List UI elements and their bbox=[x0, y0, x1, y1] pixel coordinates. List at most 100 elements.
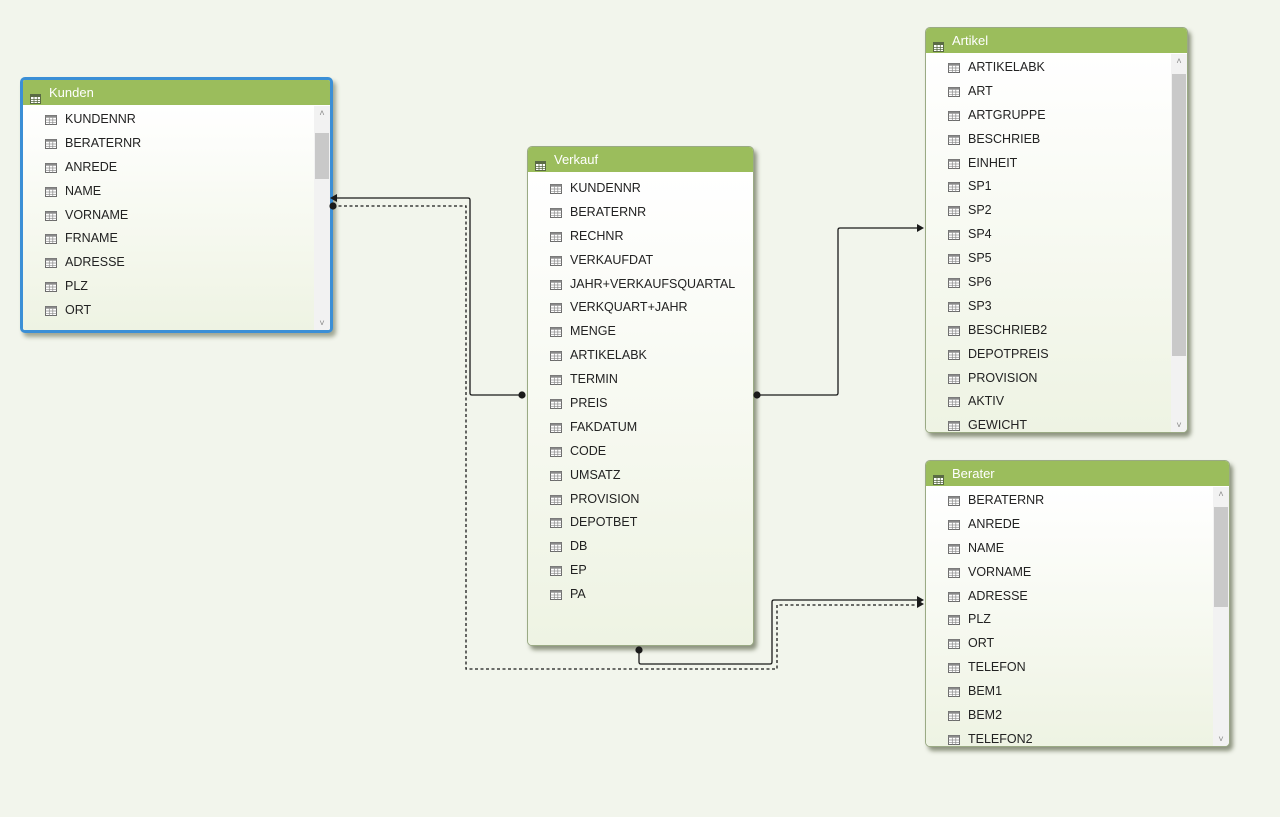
scroll-thumb[interactable] bbox=[1214, 507, 1228, 607]
table-header-verkauf[interactable]: Verkauf bbox=[528, 147, 753, 172]
field-row[interactable]: ANREDE bbox=[926, 512, 1211, 536]
field-row[interactable]: PA bbox=[528, 582, 735, 606]
field-row[interactable]: SP5 bbox=[926, 246, 1169, 270]
field-row[interactable]: BEM2 bbox=[926, 703, 1211, 727]
field-name: KUNDENNR bbox=[65, 111, 136, 126]
scroll-up-icon[interactable]: ˄ bbox=[1176, 56, 1182, 66]
field-row[interactable]: ARTIKELABK bbox=[926, 55, 1169, 79]
field-row[interactable]: BERATERNR bbox=[926, 488, 1211, 512]
field-row[interactable]: ADRESSE bbox=[23, 250, 312, 274]
field-row[interactable]: ART bbox=[926, 79, 1169, 103]
field-row[interactable]: VORNAME bbox=[926, 560, 1211, 584]
field-row[interactable]: JAHR+VERKAUFSQUARTAL bbox=[528, 272, 735, 296]
table-header-artikel[interactable]: Artikel bbox=[926, 28, 1187, 53]
scroll-down-icon[interactable]: ˅ bbox=[319, 318, 325, 328]
field-name: EP bbox=[570, 563, 587, 578]
field-row[interactable]: SP6 bbox=[926, 270, 1169, 294]
field-row[interactable]: BEM1 bbox=[926, 679, 1211, 703]
column-icon bbox=[550, 350, 562, 362]
scroll-up-icon[interactable]: ˄ bbox=[1218, 489, 1224, 499]
field-row[interactable]: BERATERNR bbox=[528, 200, 735, 224]
field-row[interactable]: ARTGRUPPE bbox=[926, 103, 1169, 127]
column-icon bbox=[948, 710, 960, 721]
table-icon bbox=[933, 35, 944, 52]
field-row[interactable]: EINHEIT bbox=[926, 151, 1169, 175]
field-row[interactable]: NAME bbox=[926, 536, 1211, 560]
column-icon bbox=[948, 110, 960, 121]
field-row[interactable]: NAME bbox=[23, 179, 312, 203]
field-row[interactable]: GEWICHT bbox=[926, 413, 1169, 432]
field-row[interactable]: BESCHRIEB2 bbox=[926, 318, 1169, 342]
column-icon bbox=[45, 186, 57, 197]
field-row[interactable]: SP3 bbox=[926, 294, 1169, 318]
field-row[interactable]: MENGE bbox=[528, 319, 735, 343]
vertical-scrollbar[interactable]: ˄˅ bbox=[1171, 54, 1187, 432]
field-row[interactable]: VORNAME bbox=[23, 203, 312, 227]
vertical-scrollbar[interactable]: ˄˅ bbox=[314, 106, 330, 330]
field-name: RECHNR bbox=[570, 228, 624, 243]
field-row[interactable]: KUNDENNR bbox=[528, 176, 735, 200]
column-icon bbox=[948, 591, 960, 602]
field-row[interactable]: PLZ bbox=[926, 607, 1211, 631]
field-row[interactable]: SP1 bbox=[926, 174, 1169, 198]
field-row[interactable]: EP bbox=[528, 558, 735, 582]
field-row[interactable]: ANREDE bbox=[23, 155, 312, 179]
field-row[interactable]: TERMIN bbox=[528, 367, 735, 391]
field-row[interactable]: AKTIV bbox=[926, 389, 1169, 413]
column-icon bbox=[550, 207, 562, 218]
field-row[interactable]: PROVISION bbox=[528, 487, 735, 511]
field-row[interactable]: VERKQUART+JAHR bbox=[528, 295, 735, 319]
table-header-berater[interactable]: Berater bbox=[926, 461, 1229, 486]
column-icon bbox=[948, 349, 960, 360]
field-row[interactable]: DEPOTPREIS bbox=[926, 342, 1169, 366]
scroll-up-icon[interactable]: ˄ bbox=[319, 108, 325, 118]
field-row[interactable]: DB bbox=[528, 534, 735, 558]
column-icon bbox=[948, 734, 960, 745]
scroll-down-icon[interactable]: ˅ bbox=[1176, 420, 1182, 430]
field-name: AKTIV bbox=[968, 394, 1005, 409]
field-row[interactable]: TELEFON2 bbox=[926, 727, 1211, 746]
table-header-kunden[interactable]: Kunden bbox=[23, 80, 330, 105]
field-row[interactable]: PROVISION bbox=[926, 366, 1169, 390]
scroll-thumb[interactable] bbox=[315, 133, 329, 179]
field-row[interactable]: ORT bbox=[23, 298, 312, 322]
field-row[interactable]: UMSATZ bbox=[528, 463, 735, 487]
table-icon bbox=[933, 468, 944, 485]
scroll-down-icon[interactable]: ˅ bbox=[1218, 734, 1224, 744]
field-row[interactable]: DEPOTBET bbox=[528, 510, 735, 534]
column-icon bbox=[948, 86, 960, 97]
column-icon bbox=[45, 138, 57, 149]
field-row[interactable]: PREIS bbox=[528, 391, 735, 415]
field-row[interactable]: FAKDATUM bbox=[528, 415, 735, 439]
field-row[interactable]: TELEFON bbox=[926, 655, 1211, 679]
column-icon bbox=[948, 205, 960, 217]
field-row[interactable]: VERKAUFDAT bbox=[528, 248, 735, 272]
field-row[interactable]: BESCHRIEB bbox=[926, 127, 1169, 151]
field-name: ANREDE bbox=[968, 516, 1021, 531]
field-row[interactable]: CODE bbox=[528, 439, 735, 463]
field-row[interactable]: RECHNR bbox=[528, 224, 735, 248]
vertical-scrollbar[interactable]: ˄˅ bbox=[1213, 487, 1229, 746]
scroll-thumb[interactable] bbox=[1172, 74, 1186, 356]
field-row[interactable]: KUNDENNR bbox=[23, 107, 312, 131]
field-name: FRNAME bbox=[65, 231, 118, 246]
field-row[interactable]: ADRESSE bbox=[926, 584, 1211, 608]
field-row[interactable]: FRNAME bbox=[23, 226, 312, 250]
field-row[interactable]: PLZ bbox=[23, 274, 312, 298]
column-icon bbox=[550, 422, 562, 433]
field-row[interactable]: SP2 bbox=[926, 198, 1169, 222]
field-name: PLZ bbox=[65, 279, 88, 294]
field-row[interactable]: SP4 bbox=[926, 222, 1169, 246]
field-row[interactable]: BERATERNR bbox=[23, 131, 312, 155]
field-row[interactable]: ARTIKELABK bbox=[528, 343, 735, 367]
field-row[interactable]: ORT bbox=[926, 631, 1211, 655]
